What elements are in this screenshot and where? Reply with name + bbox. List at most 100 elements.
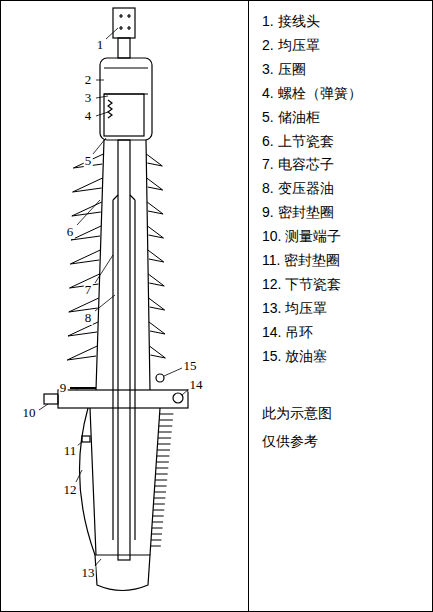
part-name: 7. 电容芯子	[262, 156, 334, 172]
shed-fine	[154, 498, 166, 499]
leader-line	[93, 138, 106, 154]
shed	[73, 178, 103, 192]
shed-fine	[157, 450, 170, 451]
part-name: 9. 密封垫圈	[262, 204, 334, 220]
callout-number: 14	[189, 378, 204, 392]
spring-bolt	[108, 100, 112, 118]
leader-line	[96, 80, 104, 81]
terminal-stem	[118, 38, 130, 58]
callout-number: 8	[84, 311, 93, 325]
part-name: 10. 测量端子	[262, 228, 341, 244]
callout-number: 10	[22, 406, 37, 420]
shed	[149, 322, 165, 334]
shed-fine	[159, 426, 173, 427]
leader-line	[96, 112, 108, 116]
test-tap	[44, 394, 58, 404]
shed-fine	[153, 510, 164, 511]
part-name: 5. 储油柜	[262, 109, 320, 125]
sheds	[67, 154, 173, 546]
leader-line	[95, 255, 113, 283]
flange	[58, 390, 188, 408]
part-name: 4. 螺栓（弹簧）	[262, 85, 362, 101]
callout-number: 3	[84, 91, 93, 105]
callout-number: 2	[84, 73, 93, 87]
callout-number: 13	[81, 566, 96, 580]
leader-line	[95, 295, 115, 311]
central-tube	[118, 140, 130, 560]
lifting-ring	[173, 393, 183, 403]
leader-line	[77, 441, 83, 446]
shed-fine	[156, 474, 168, 475]
leader-line	[164, 368, 182, 376]
shed-fine	[159, 420, 173, 421]
lower-porcelain	[90, 408, 160, 555]
callout-number: 4	[84, 109, 93, 123]
shed-fine	[154, 492, 166, 493]
shed	[146, 154, 162, 166]
leader-line	[76, 470, 82, 482]
shed	[147, 226, 163, 238]
shed	[147, 178, 163, 190]
leader-line	[77, 200, 100, 225]
equalizing-cap	[100, 58, 152, 140]
callout-number: 6	[66, 225, 75, 239]
condenser-core	[113, 195, 135, 540]
terminal-marks	[119, 14, 131, 30]
part-name: 11. 密封垫圈	[262, 252, 340, 268]
callout-number: 7	[84, 283, 93, 297]
shed-fine	[156, 468, 168, 469]
seal-gasket-lower	[82, 436, 90, 442]
shed-fine	[155, 486, 167, 487]
bushing	[44, 8, 188, 591]
shed-fine	[158, 432, 171, 433]
shed-fine	[153, 516, 164, 517]
shed-fine	[157, 456, 170, 457]
shed	[149, 346, 165, 358]
legend-panel: 1. 接线头 2. 均压罩 3. 压圈 4. 螺栓（弹簧） 5. 储油柜 6. 上节瓷套 7…	[248, 0, 433, 612]
shed	[149, 298, 165, 310]
callout-number: 1	[96, 38, 105, 52]
shed-fine	[151, 534, 162, 535]
terminal	[113, 8, 135, 38]
lower-envelope	[79, 408, 95, 555]
part-name: 6. 上节瓷套	[262, 133, 334, 149]
shed-fine	[151, 546, 161, 547]
callout-number: 12	[63, 483, 78, 497]
seal-gasket	[70, 387, 96, 389]
callout-number: 9	[59, 381, 68, 395]
note: 此为示意图 仅供参考	[262, 399, 336, 455]
upper-porcelain	[96, 140, 150, 390]
shed-fine	[152, 528, 163, 529]
shed-fine	[158, 438, 171, 439]
shed	[73, 154, 103, 168]
shed-fine	[158, 444, 171, 445]
part-name: 3. 压圈	[262, 61, 306, 77]
part-name: 13. 均压罩	[262, 300, 327, 316]
shed	[67, 346, 97, 360]
leader-line	[39, 404, 48, 410]
bottom-shield	[95, 555, 150, 591]
part-name: 15. 放油塞	[262, 348, 327, 364]
shed-fine	[151, 540, 161, 541]
part-name: 1. 接线头	[262, 13, 320, 29]
callout-number: 11	[63, 444, 78, 458]
leader-line	[70, 388, 78, 389]
shed	[71, 226, 101, 240]
part-name: 2. 均压罩	[262, 37, 320, 53]
shed-fine	[155, 480, 167, 481]
callout-number: 5	[84, 154, 93, 168]
drain-plug	[156, 374, 164, 382]
shed	[147, 202, 163, 214]
shed-fine	[160, 414, 174, 415]
callout-number: 15	[183, 359, 198, 373]
pressure-ring	[104, 68, 148, 94]
shed	[69, 298, 99, 312]
oil-conservator	[104, 94, 144, 136]
shed	[148, 250, 164, 262]
leader-line	[106, 28, 118, 39]
part-name: 12. 下节瓷套	[262, 276, 341, 292]
part-name: 8. 变压器油	[262, 180, 334, 196]
shed-fine	[152, 522, 163, 523]
